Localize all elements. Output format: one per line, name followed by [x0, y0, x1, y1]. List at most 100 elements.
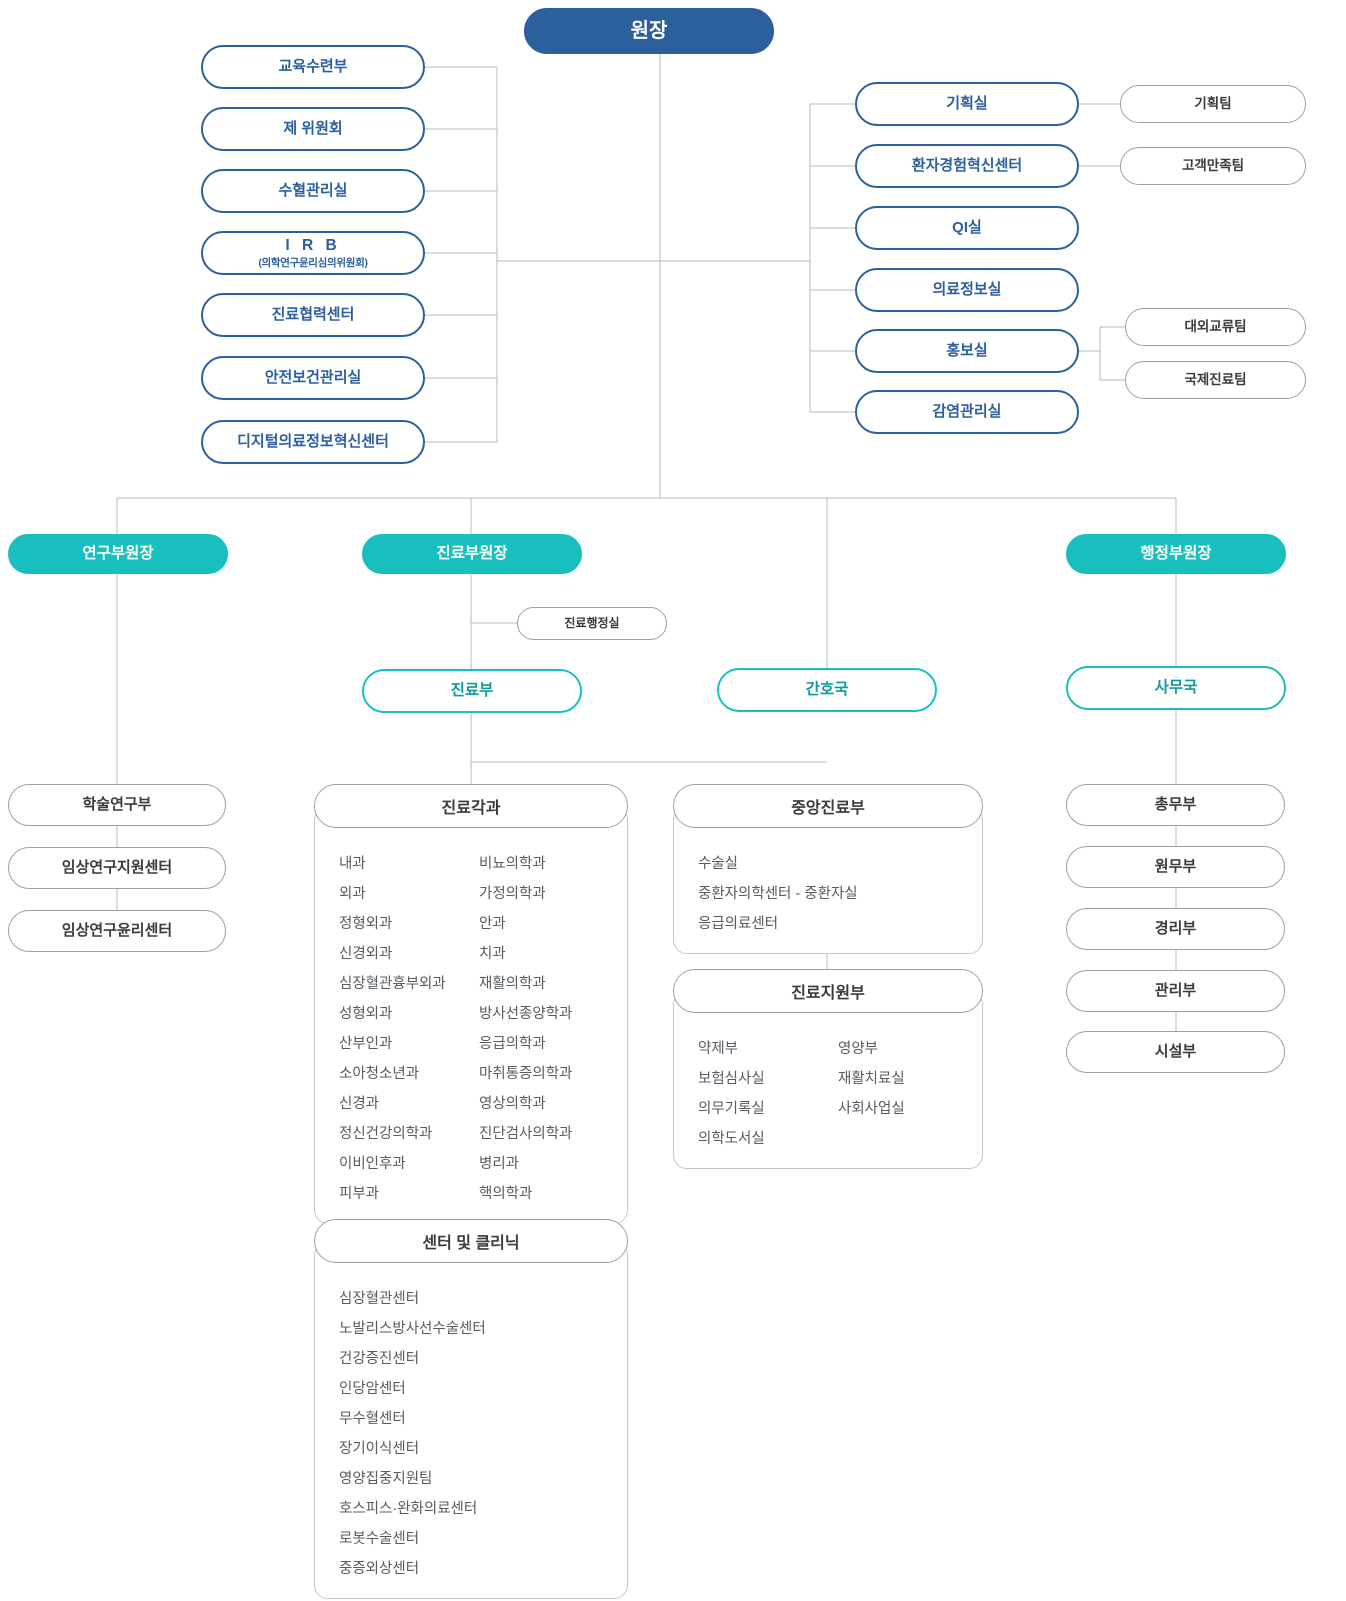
list-item: 응급의료센터: [698, 916, 779, 932]
panel-column-1: 내과 외과 정형외과 신경외과 심장혈관흉부외과 성형외과 산부인과 소아청소년…: [339, 849, 479, 1209]
panel-body: 내과 외과 정형외과 신경외과 심장혈관흉부외과 성형외과 산부인과 소아청소년…: [314, 806, 628, 1224]
node-accounting-dept[interactable]: 경리부: [1066, 908, 1285, 950]
node-customer-satisfaction-team[interactable]: 고객만족팀: [1120, 147, 1306, 185]
node-label: 홍보실: [946, 341, 988, 359]
list-item: 수술실: [698, 856, 739, 872]
node-label: 대외교류팀: [1184, 318, 1247, 334]
node-label: 국제진료팀: [1184, 371, 1247, 387]
node-label: 사무국: [1154, 679, 1198, 697]
list-item: 산부인과: [339, 1036, 393, 1052]
node-digital-medical-info-innovation-center[interactable]: 디지털의료정보혁신센터: [201, 420, 425, 464]
node-label: 학술연구부: [82, 795, 152, 813]
node-label: 환자경험혁신센터: [911, 156, 1023, 174]
list-item: 로봇수술센터: [339, 1531, 420, 1547]
node-label: 임상연구지원센터: [61, 858, 173, 876]
node-external-relations-team[interactable]: 대외교류팀: [1125, 308, 1306, 346]
list-item: 이비인후과: [339, 1156, 406, 1172]
panel-title[interactable]: 중앙진료부: [673, 784, 983, 828]
list-item: 사회사업실: [838, 1101, 905, 1117]
node-patient-affairs-dept[interactable]: 원무부: [1066, 846, 1285, 888]
node-label: QI실: [952, 218, 982, 236]
node-label: 진료행정실: [564, 616, 620, 630]
list-item: 영양집중지원팀: [339, 1471, 433, 1487]
node-vice-director-medical[interactable]: 진료부원장: [362, 534, 582, 574]
node-director[interactable]: 원장: [524, 8, 774, 54]
node-label: 교육수련부: [278, 57, 348, 75]
node-label: 임상연구윤리센터: [61, 921, 173, 939]
node-clinical-cooperation-center[interactable]: 진료협력센터: [201, 293, 425, 337]
node-clinical-research-ethics-center[interactable]: 임상연구윤리센터: [8, 910, 226, 952]
list-item: 보험심사실: [698, 1071, 765, 1087]
list-item: 응급의학과: [479, 1036, 546, 1052]
node-medical-administration-office[interactable]: 진료행정실: [517, 607, 667, 640]
node-label: 총무부: [1154, 795, 1197, 813]
panel-body: 수술실 중환자의학센터 - 중환자실 응급의료센터: [673, 806, 983, 954]
panel-title[interactable]: 진료지원부: [673, 969, 983, 1013]
list-item: 피부과: [339, 1186, 380, 1202]
list-item: 방사선종양학과: [479, 1006, 573, 1022]
node-facilities-dept[interactable]: 시설부: [1066, 1031, 1285, 1073]
list-item: 영양부: [838, 1041, 879, 1057]
node-international-healthcare-team[interactable]: 국제진료팀: [1125, 361, 1306, 399]
list-item: 장기이식센터: [339, 1441, 420, 1457]
list-item: 중증외상센터: [339, 1561, 420, 1577]
node-patient-experience-innovation-center[interactable]: 환자경험혁신센터: [855, 144, 1079, 188]
node-medical-bureau[interactable]: 진료부: [362, 669, 582, 713]
node-planning-office[interactable]: 기획실: [855, 82, 1079, 126]
node-committees[interactable]: 제 위원회: [201, 107, 425, 151]
panel-column-2: 비뇨의학과 가정의학과 안과 치과 재활의학과 방사선종양학과 응급의학과 마취…: [479, 849, 609, 1209]
node-label: 시설부: [1154, 1042, 1197, 1060]
node-general-affairs-bureau[interactable]: 사무국: [1066, 666, 1286, 710]
node-vice-director-administration[interactable]: 행정부원장: [1066, 534, 1286, 574]
list-item: 성형외과: [339, 1006, 393, 1022]
node-nursing-bureau[interactable]: 간호국: [717, 668, 937, 712]
node-transfusion-management[interactable]: 수혈관리실: [201, 169, 425, 213]
panel-title-label: 진료지원부: [791, 985, 865, 1002]
node-safety-health-management[interactable]: 안전보건관리실: [201, 356, 425, 400]
list-item: 안과: [479, 916, 506, 932]
node-label: 고객만족팀: [1181, 157, 1245, 173]
node-label: 안전보건관리실: [264, 368, 362, 386]
list-item: 인당암센터: [339, 1381, 406, 1397]
list-item: 외과: [339, 886, 366, 902]
list-item: 심장혈관센터: [339, 1291, 420, 1307]
node-label: 관리부: [1154, 981, 1197, 999]
list-item: 심장혈관흉부외과: [339, 976, 446, 992]
node-planning-team[interactable]: 기획팀: [1120, 85, 1306, 123]
node-education-training[interactable]: 교육수련부: [201, 45, 425, 89]
node-label: 원장: [630, 19, 668, 42]
panel-title[interactable]: 센터 및 클리닉: [314, 1219, 628, 1263]
panel-central-clinical: 중앙진료부 수술실 중환자의학센터 - 중환자실 응급의료센터: [673, 784, 983, 954]
node-vice-director-research[interactable]: 연구부원장: [8, 534, 228, 574]
node-qi-office[interactable]: QI실: [855, 206, 1079, 250]
node-label: 행정부원장: [1140, 545, 1212, 563]
node-academic-research-dept[interactable]: 학술연구부: [8, 784, 226, 826]
node-sublabel: (의학연구윤리심의위원회): [258, 256, 368, 269]
list-item: 재활치료실: [838, 1071, 905, 1087]
list-item: 소아청소년과: [339, 1066, 420, 1082]
node-clinical-research-support-center[interactable]: 임상연구지원센터: [8, 847, 226, 889]
list-item: 비뇨의학과: [479, 856, 546, 872]
node-management-dept[interactable]: 관리부: [1066, 970, 1285, 1012]
node-public-relations-office[interactable]: 홍보실: [855, 329, 1079, 373]
node-label: 진료부: [450, 682, 494, 700]
node-irb[interactable]: I R B (의학연구윤리심의위원회): [201, 231, 425, 275]
panel-title-label: 중앙진료부: [791, 800, 865, 817]
node-label: 진료부원장: [436, 545, 508, 563]
node-infection-control-office[interactable]: 감염관리실: [855, 390, 1079, 434]
node-label: 의료정보실: [932, 280, 1002, 298]
node-label: 원무부: [1154, 857, 1197, 875]
panel-centers-clinics: 센터 및 클리닉 심장혈관센터 노발리스방사선수술센터 건강증진센터 인당암센터…: [314, 1219, 628, 1599]
list-item: 노발리스방사선수술센터: [339, 1321, 486, 1337]
list-item: 의무기록실: [698, 1101, 765, 1117]
panel-column-1: 수술실 중환자의학센터 - 중환자실 응급의료센터: [698, 849, 982, 939]
node-label: 경리부: [1154, 919, 1197, 937]
list-item: 가정의학과: [479, 886, 546, 902]
node-label: 기획팀: [1194, 95, 1232, 111]
node-general-affairs-dept[interactable]: 총무부: [1066, 784, 1285, 826]
list-item: 영상의학과: [479, 1096, 546, 1112]
node-medical-information-office[interactable]: 의료정보실: [855, 268, 1079, 312]
panel-title[interactable]: 진료각과: [314, 784, 628, 828]
node-label: 디지털의료정보혁신센터: [237, 432, 389, 450]
